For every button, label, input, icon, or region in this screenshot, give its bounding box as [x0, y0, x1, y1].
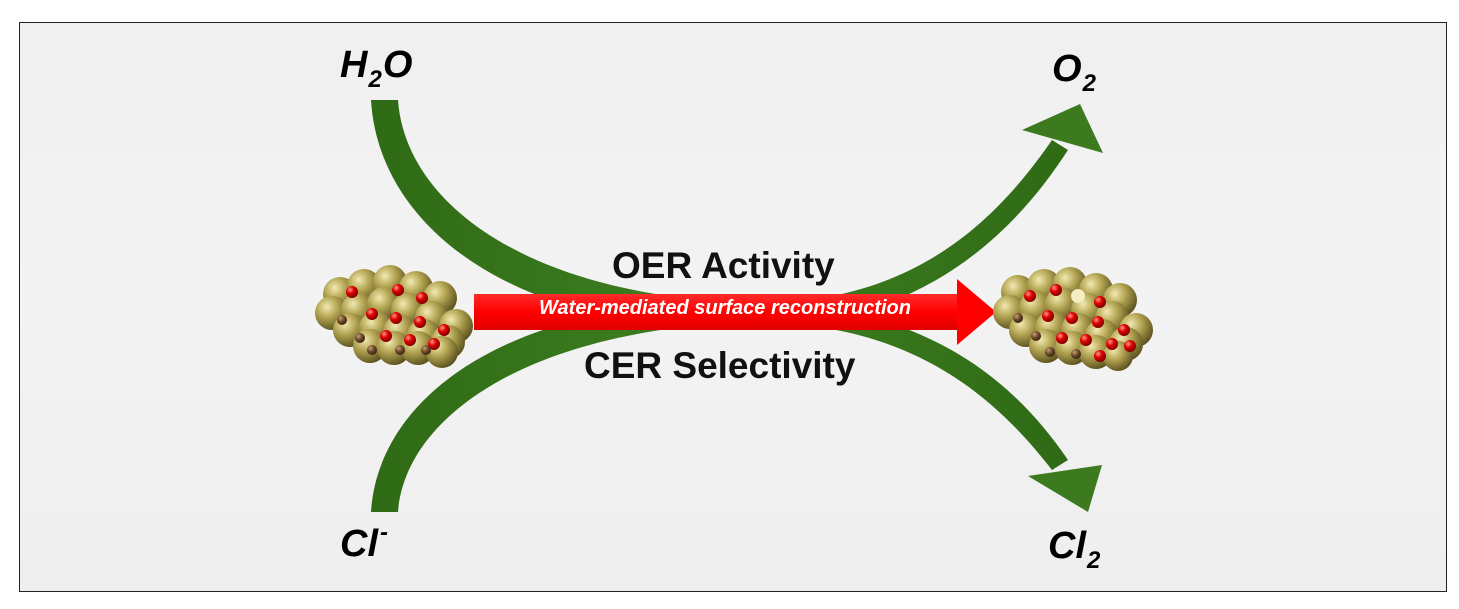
product-o2: O2 [1052, 48, 1097, 96]
catalyst-cluster-reconstructed [993, 267, 1153, 371]
chloride-superscript: - [380, 519, 388, 546]
h2o-rest: O [382, 44, 413, 86]
o2-subscript: 2 [1082, 70, 1096, 97]
h2o-to-o2-arrow-body [371, 100, 1068, 330]
product-cl2: Cl2 [1048, 525, 1101, 573]
o2-arrow-head [1022, 104, 1103, 153]
reconstruction-label: Water-mediated surface reconstruction [539, 297, 911, 319]
reactant-chloride: Cl- [340, 521, 388, 565]
flow-arrows [371, 100, 1103, 512]
cl-to-cl2-arrow-body [371, 300, 1068, 512]
cer-selectivity-label: CER Selectivity [584, 345, 856, 386]
reactant-h2o: H2O [340, 44, 413, 92]
h2o-subscript: 2 [368, 66, 382, 93]
catalyst-cluster-initial [315, 265, 473, 368]
cl2-base: Cl [1048, 525, 1086, 567]
o2-base: O [1052, 48, 1082, 90]
cl2-arrow-head [1028, 465, 1102, 512]
reconstruction-arrow [474, 279, 996, 345]
cl2-subscript: 2 [1087, 547, 1101, 574]
oer-activity-label: OER Activity [612, 245, 835, 286]
chloride-base: Cl [340, 523, 378, 565]
h2o-base: H [340, 44, 368, 86]
